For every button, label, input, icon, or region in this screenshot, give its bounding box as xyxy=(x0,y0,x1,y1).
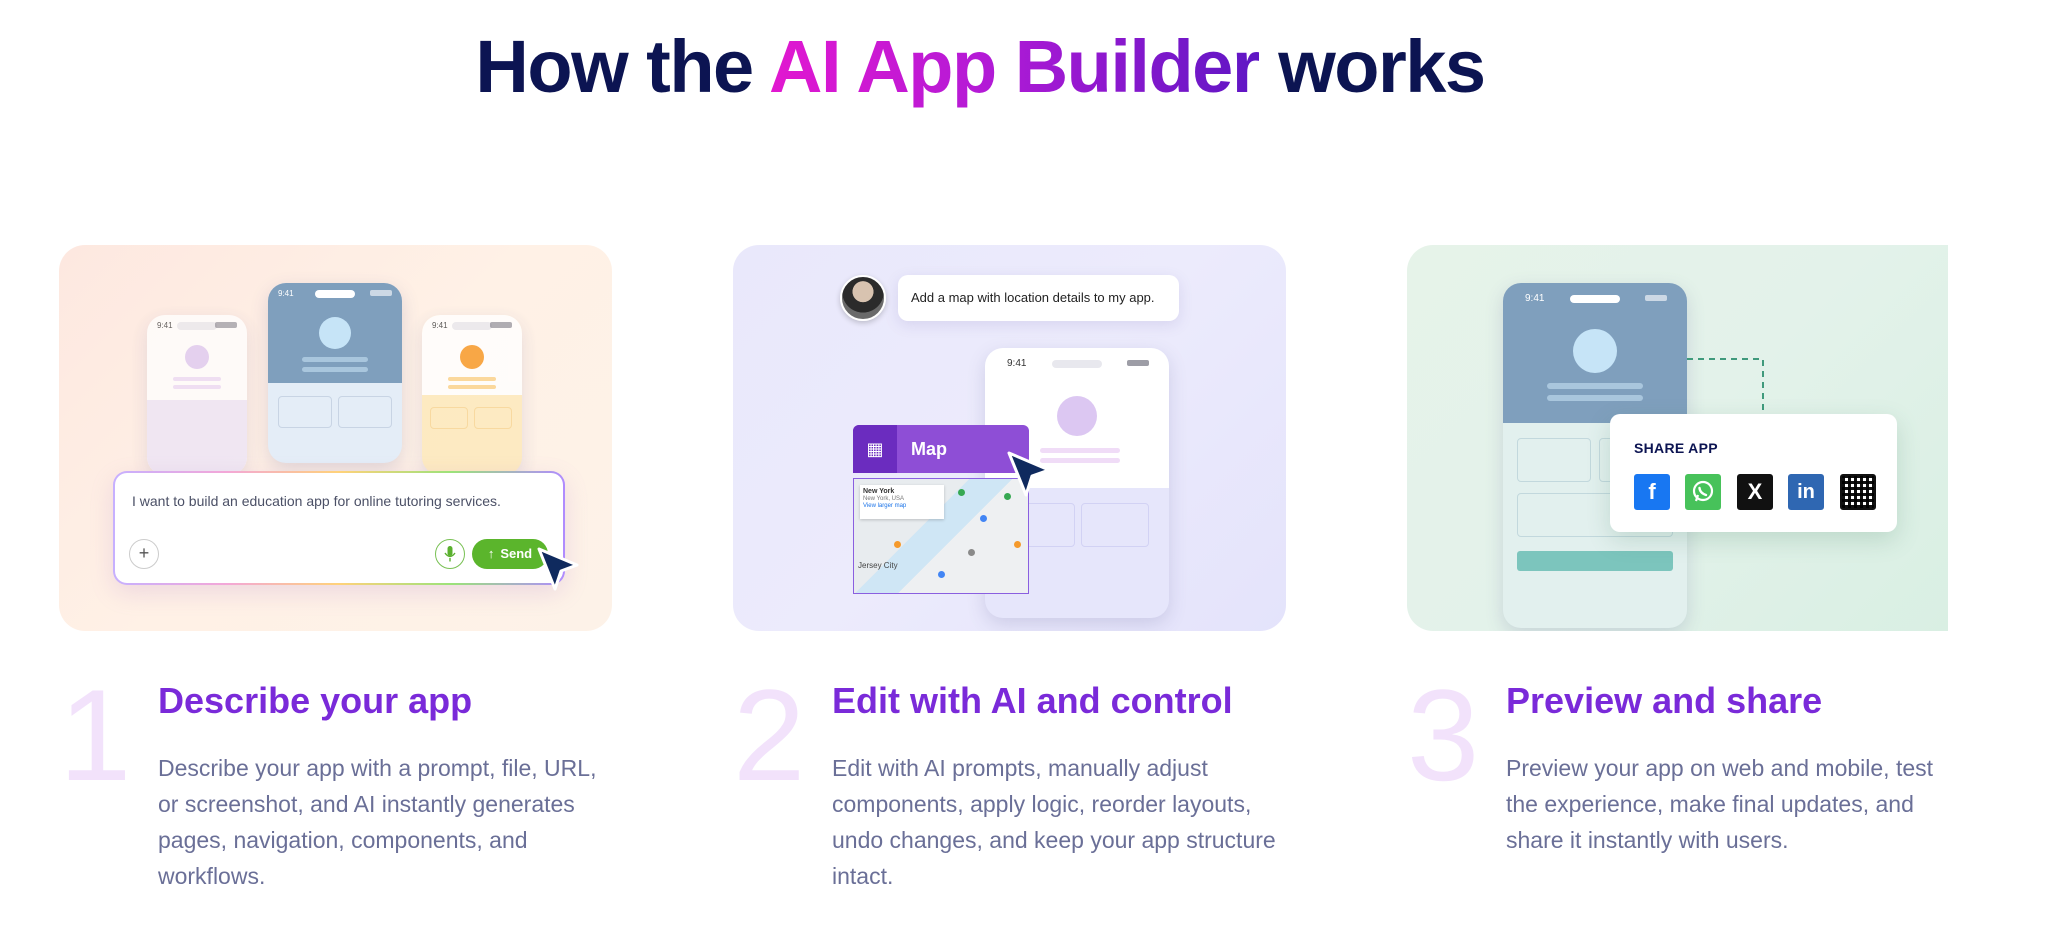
send-label: Send xyxy=(500,546,533,561)
map-preview[interactable]: New York New York, USA View larger map J… xyxy=(853,478,1029,594)
edit-with-ai-illustration: Add a map with location details to my ap… xyxy=(733,245,1286,631)
phone-time: 9:41 xyxy=(278,289,294,298)
phone-mockup-left: 9:41 xyxy=(147,315,247,475)
phone-mockup-center: 9:41 xyxy=(268,283,402,463)
step-number: 3 xyxy=(1407,662,1480,808)
preview-share-illustration: 9:41 SHARE APP f X in xyxy=(1407,245,1948,631)
arrow-up-icon: ↑ xyxy=(487,546,495,561)
whatsapp-icon[interactable] xyxy=(1685,474,1721,510)
step-description: Describe your app with a prompt, file, U… xyxy=(158,755,597,889)
microphone-icon[interactable] xyxy=(435,539,465,569)
facebook-icon[interactable]: f xyxy=(1634,474,1670,510)
phone-time: 9:41 xyxy=(1525,293,1545,304)
step-description: Preview your app on web and mobile, test… xyxy=(1506,755,1934,853)
map-location-card: New York New York, USA View larger map xyxy=(860,485,944,519)
user-avatar xyxy=(840,275,886,321)
page-title: How the AI App Builder works xyxy=(0,24,1960,109)
step-description: Edit with AI prompts, manually adjust co… xyxy=(832,755,1276,889)
linkedin-icon[interactable]: in xyxy=(1788,474,1824,510)
step-number: 1 xyxy=(59,662,132,808)
prompt-text: I want to build an education app for onl… xyxy=(132,493,501,509)
headline-prefix: How the xyxy=(475,25,769,108)
share-app-card: SHARE APP f X in xyxy=(1610,414,1897,532)
x-icon[interactable]: X xyxy=(1737,474,1773,510)
map-location-sub: New York, USA xyxy=(863,496,905,502)
describe-app-illustration: 9:41 9:41 9:41 I want to build an educat… xyxy=(59,245,612,631)
step-number: 2 xyxy=(733,662,806,808)
step-title: Describe your app xyxy=(158,680,473,721)
map-location-title: New York xyxy=(863,488,895,495)
step-title: Edit with AI and control xyxy=(832,680,1233,721)
phone-time: 9:41 xyxy=(432,321,448,330)
step-title: Preview and share xyxy=(1506,680,1823,721)
send-button[interactable]: ↑ Send xyxy=(472,539,548,569)
connector-dashed-line xyxy=(1687,358,1764,415)
headline-accent: AI App Builder xyxy=(769,25,1261,108)
chat-message: Add a map with location details to my ap… xyxy=(898,275,1179,321)
share-title: SHARE APP xyxy=(1634,440,1718,456)
map-link[interactable]: View larger map xyxy=(863,503,907,509)
phone-time: 9:41 xyxy=(1007,358,1027,369)
prompt-input-box[interactable]: I want to build an education app for onl… xyxy=(113,471,565,585)
map-component-chip[interactable]: ▦ Map xyxy=(853,425,1029,473)
map-label: Map xyxy=(911,439,947,459)
plus-icon[interactable]: + xyxy=(129,539,159,569)
headline-suffix: works xyxy=(1259,25,1486,108)
qr-code-icon[interactable] xyxy=(1840,474,1876,510)
map-city-label: Jersey City xyxy=(858,561,898,570)
phone-mockup-right: 9:41 xyxy=(422,315,522,475)
map-icon: ▦ xyxy=(853,425,897,473)
phone-time: 9:41 xyxy=(157,321,173,330)
